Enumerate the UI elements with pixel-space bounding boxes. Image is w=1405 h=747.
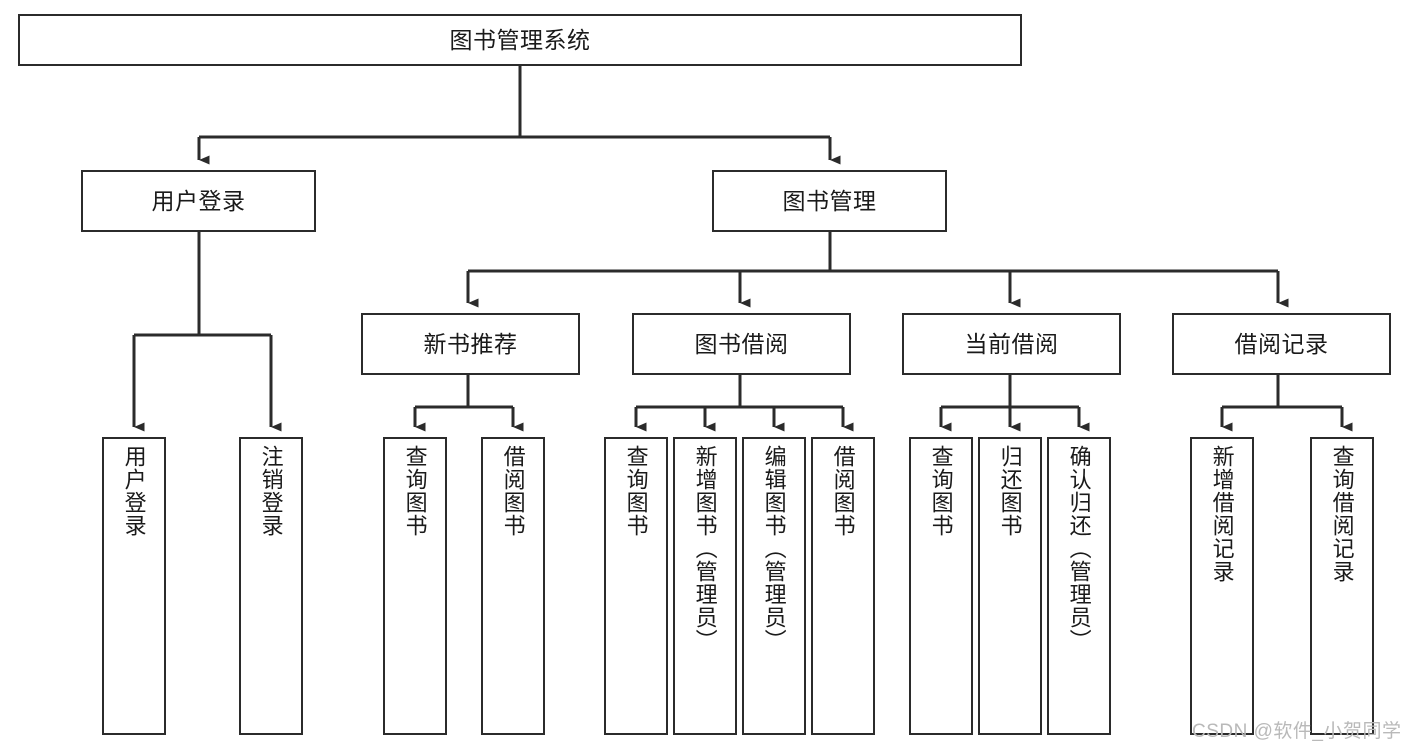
node-label: 新增图书（管理员） (692, 445, 718, 652)
node-label: 新增借阅记录 (1209, 445, 1235, 583)
node-label: 用户登录 (121, 445, 147, 537)
leaf-new-book-borrow-book[interactable]: 借阅图书 (481, 437, 545, 735)
leaf-user-login-logout[interactable]: 注销登录 (239, 437, 303, 735)
node-borrow-record[interactable]: 借阅记录 (1172, 313, 1391, 375)
node-book-borrow[interactable]: 图书借阅 (632, 313, 851, 375)
node-label: 注销登录 (258, 445, 284, 537)
leaf-book-borrow-borrow-book[interactable]: 借阅图书 (811, 437, 875, 735)
node-label: 当前借阅 (964, 330, 1059, 357)
node-label: 查询图书 (623, 445, 649, 537)
node-new-book-recommend[interactable]: 新书推荐 (361, 313, 580, 375)
leaf-current-borrow-return-book[interactable]: 归还图书 (978, 437, 1042, 735)
leaf-book-borrow-add-book-admin[interactable]: 新增图书（管理员） (673, 437, 737, 735)
leaf-book-borrow-edit-book-admin[interactable]: 编辑图书（管理员） (742, 437, 806, 735)
node-label: 查询图书 (928, 445, 954, 537)
leaf-current-borrow-query-book[interactable]: 查询图书 (909, 437, 973, 735)
node-root-book-management-system[interactable]: 图书管理系统 (18, 14, 1022, 66)
leaf-borrow-record-query-record[interactable]: 查询借阅记录 (1310, 437, 1374, 735)
node-label: 归还图书 (997, 445, 1023, 537)
node-label: 图书管理系统 (449, 26, 591, 53)
node-label: 借阅图书 (500, 445, 526, 537)
node-label: 查询借阅记录 (1329, 445, 1355, 583)
leaf-borrow-record-add-record[interactable]: 新增借阅记录 (1190, 437, 1254, 735)
node-label: 借阅记录 (1234, 330, 1329, 357)
node-label: 借阅图书 (830, 445, 856, 537)
leaf-book-borrow-query-book[interactable]: 查询图书 (604, 437, 668, 735)
node-label: 编辑图书（管理员） (761, 445, 787, 652)
node-label: 图书借阅 (694, 330, 789, 357)
node-user-login[interactable]: 用户登录 (81, 170, 316, 232)
node-label: 用户登录 (151, 187, 246, 214)
node-book-management[interactable]: 图书管理 (712, 170, 947, 232)
leaf-new-book-query-book[interactable]: 查询图书 (383, 437, 447, 735)
node-current-borrow[interactable]: 当前借阅 (902, 313, 1121, 375)
node-label: 图书管理 (782, 187, 877, 214)
node-label: 确认归还（管理员） (1066, 445, 1092, 652)
leaf-user-login-login[interactable]: 用户登录 (102, 437, 166, 735)
node-label: 查询图书 (402, 445, 428, 537)
node-label: 新书推荐 (423, 330, 518, 357)
leaf-current-borrow-confirm-return-admin[interactable]: 确认归还（管理员） (1047, 437, 1111, 735)
